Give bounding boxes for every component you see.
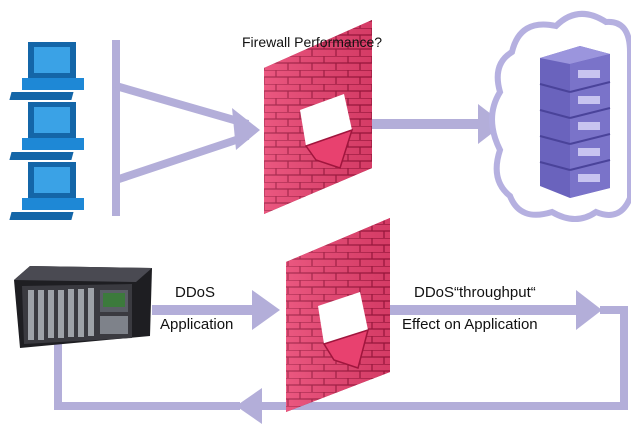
client-workstation-icon — [9, 42, 84, 100]
diagram-title: Firewall Performance? — [242, 34, 383, 50]
test-chassis-icon — [14, 266, 152, 348]
return-arrowhead — [236, 388, 262, 424]
cloud-server-icon — [489, 11, 631, 222]
arrow-firewall-right — [354, 290, 602, 330]
ddos-input-label: DDoS — [175, 284, 216, 301]
client-workstation-icon — [9, 102, 84, 160]
firewall-top-icon — [264, 20, 372, 214]
effect-on-application-label: Effect on Application — [402, 316, 538, 333]
arrow-to-firewall-top — [114, 82, 260, 184]
client-workstation-icon — [9, 162, 84, 220]
arrow-to-firewall-bottom — [152, 290, 280, 330]
firewall-bottom-icon — [286, 218, 390, 412]
application-input-label: Application — [160, 316, 234, 333]
ddos-throughput-label: DDoS“throughput“ — [414, 284, 536, 301]
